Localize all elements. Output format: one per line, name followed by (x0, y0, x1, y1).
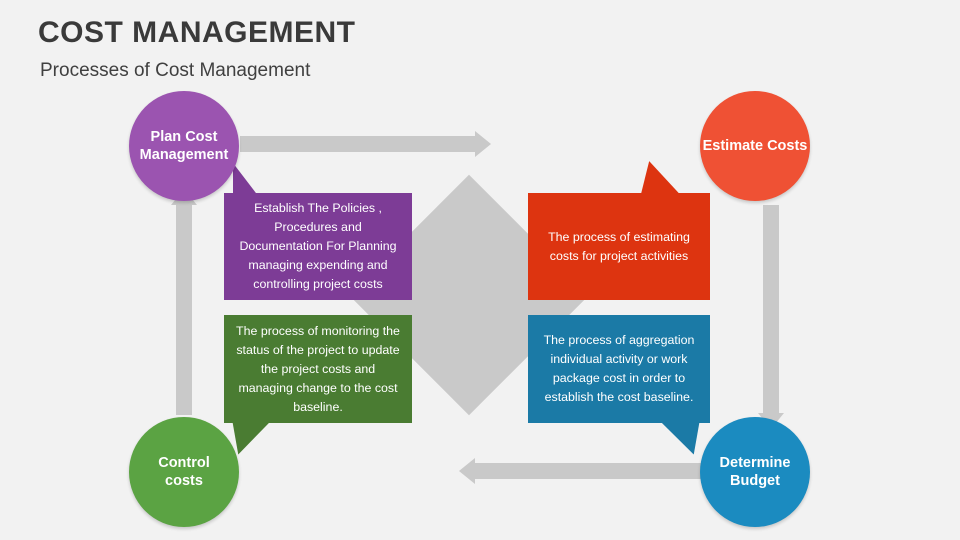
connector-right-bar (763, 205, 779, 413)
callout-budget-text: The process of aggregation individual ac… (543, 333, 695, 404)
callout-tail-plan (233, 163, 259, 197)
callout-plan-cost-management[interactable]: Establish The Policies , Procedures and … (224, 193, 412, 300)
connector-top-bar (240, 136, 475, 152)
callout-control-costs[interactable]: The process of monitoring the status of … (224, 315, 412, 423)
connector-left-bar (176, 205, 192, 415)
connector-bottom-bar (475, 463, 707, 479)
callout-plan-text: Establish The Policies , Procedures and … (239, 201, 397, 291)
connector-top-arrowhead-icon (475, 131, 491, 157)
connector-bottom-arrowhead-icon (459, 458, 475, 484)
callout-estimate-text: The process of estimating costs for proj… (548, 229, 690, 263)
callout-estimate-costs[interactable]: The process of estimating costs for proj… (528, 193, 710, 300)
callout-control-text: The process of monitoring the status of … (236, 323, 400, 414)
page-title: COST MANAGEMENT (38, 16, 356, 49)
node-estimate-costs[interactable]: Estimate Costs (700, 91, 810, 201)
callout-determine-budget[interactable]: The process of aggregation individual ac… (528, 315, 710, 423)
node-estimate-label: Estimate Costs (702, 138, 808, 154)
page-subtitle: Processes of Cost Management (40, 60, 311, 81)
